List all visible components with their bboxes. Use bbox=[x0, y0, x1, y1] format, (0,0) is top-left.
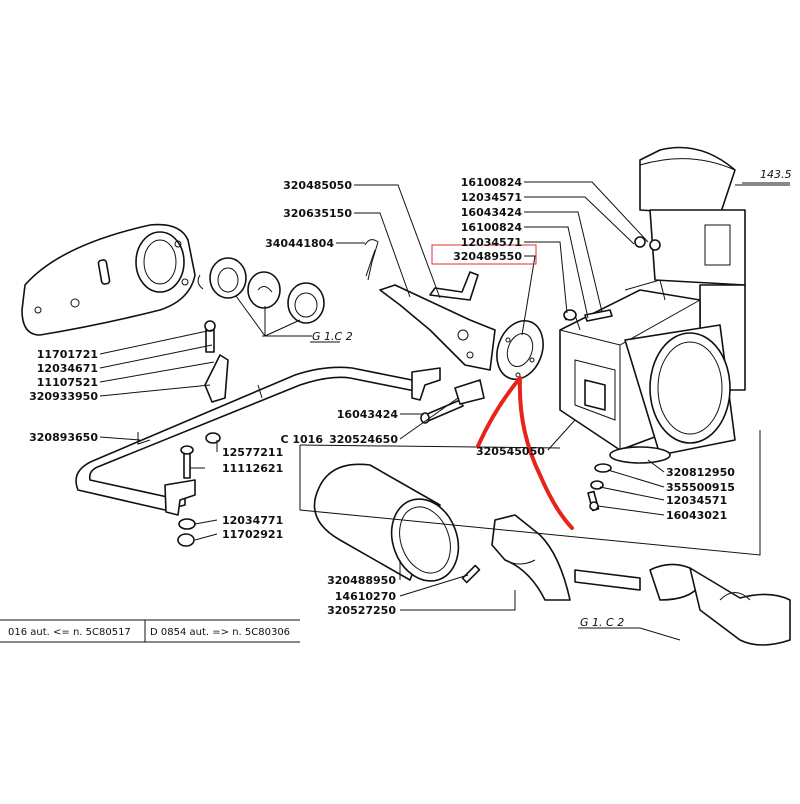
label-12034671: 12034671 bbox=[37, 362, 98, 375]
label-320893650: 320893650 bbox=[29, 431, 98, 444]
chute-housing-drawing bbox=[559, 279, 736, 456]
label-16100824-a: 16100824 bbox=[461, 176, 523, 189]
spring-pin-drawing bbox=[364, 239, 379, 281]
label-11701721: 11701721 bbox=[37, 348, 98, 361]
label-320635150: 320635150 bbox=[283, 207, 352, 220]
group-references: G 1.C 2 G 1. C 2 143.5 bbox=[312, 168, 792, 629]
control-lever-drawing bbox=[379, 271, 496, 371]
label-16043424-a: 16043424 bbox=[461, 206, 523, 219]
label-320545050: 320545050 bbox=[476, 445, 545, 458]
deflector-drawing bbox=[491, 514, 571, 601]
label-320527250: 320527250 bbox=[327, 604, 396, 617]
footer-notes: 016 aut. <= n. 5C80517 D 0854 aut. => n.… bbox=[0, 619, 300, 643]
group-ref-upper: G 1.C 2 bbox=[312, 330, 353, 343]
tube-drawing bbox=[313, 463, 460, 582]
footer-left-note: 016 aut. <= n. 5C80517 bbox=[8, 627, 131, 638]
label-14610270: 14610270 bbox=[335, 590, 397, 603]
group-ref-143: 143.5 bbox=[760, 168, 792, 181]
footer-right-note: D 0854 aut. => n. 5C80306 bbox=[150, 627, 290, 638]
label-320812950: 320812950 bbox=[666, 466, 735, 479]
upper-housing-drawing bbox=[639, 146, 790, 391]
guide-rod-drawing bbox=[75, 366, 441, 516]
bracket-drawing bbox=[204, 320, 229, 403]
label-16043424-b: 16043424 bbox=[337, 408, 399, 421]
label-16043021: 16043021 bbox=[666, 509, 727, 522]
label-320489550: 320489550 bbox=[453, 250, 522, 263]
label-320524650: 320524650 bbox=[329, 433, 398, 446]
bolts-drawing bbox=[177, 236, 661, 547]
label-355500915: 355500915 bbox=[666, 481, 735, 494]
flange-part-drawing bbox=[496, 320, 544, 380]
label-320485050: 320485050 bbox=[283, 179, 352, 192]
group-ref-lower: G 1. C 2 bbox=[580, 616, 624, 629]
label-320488950: 320488950 bbox=[327, 574, 396, 587]
auger-shaft-drawing bbox=[574, 563, 791, 646]
label-16100824-b: 16100824 bbox=[461, 221, 523, 234]
label-340441804: 340441804 bbox=[265, 237, 334, 250]
highlight-box bbox=[431, 244, 537, 265]
label-12034571-a: 12034571 bbox=[461, 191, 522, 204]
label-12034571-c: 12034571 bbox=[666, 494, 727, 507]
label-11702921: 11702921 bbox=[222, 528, 283, 541]
pin-drawing bbox=[461, 564, 481, 584]
label-12034771: 12034771 bbox=[222, 514, 283, 527]
pointer-lines bbox=[99, 181, 790, 641]
label-320933950: 320933950 bbox=[29, 390, 98, 403]
label-11107521: 11107521 bbox=[37, 376, 98, 389]
right-hardware-drawing bbox=[587, 446, 671, 512]
label-12577211: 12577211 bbox=[222, 446, 283, 459]
label-11112621: 11112621 bbox=[222, 462, 283, 475]
label-12034571-b: 12034571 bbox=[461, 236, 522, 249]
part-labels: 320485050 320635150 340441804 16100824 1… bbox=[29, 176, 735, 617]
cover-washers-drawing bbox=[197, 257, 325, 337]
label-c1016: C 1016 bbox=[280, 433, 323, 446]
belt-cover-drawing bbox=[21, 223, 196, 336]
highlight-arrow bbox=[476, 376, 574, 530]
